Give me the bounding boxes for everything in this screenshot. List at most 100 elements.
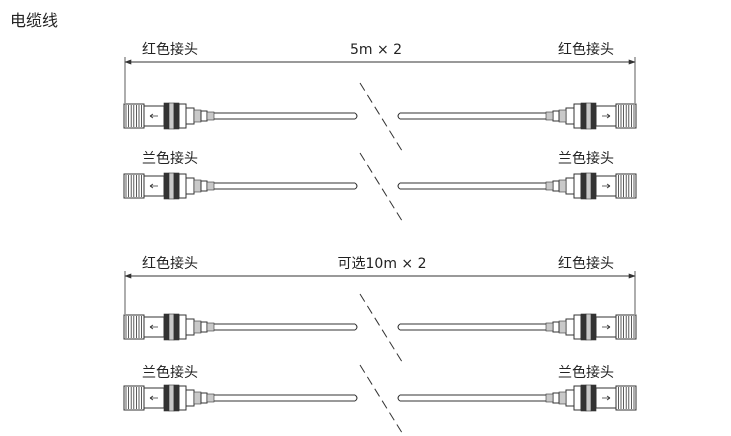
connector-collar bbox=[178, 385, 187, 411]
connector-collar bbox=[178, 103, 187, 129]
left-connector-label: 兰色接头 bbox=[142, 150, 198, 167]
cable-red bbox=[123, 82, 637, 155]
left-connector-label: 红色接头 bbox=[142, 41, 198, 58]
cable-group-10m: 红色接头 可选10m × 2 红色接头 兰色接头 兰色接头 bbox=[123, 255, 637, 436]
direction-arrow-icon bbox=[602, 183, 611, 189]
diagram-title: 电缆线 bbox=[10, 11, 58, 30]
strain-relief bbox=[565, 389, 575, 407]
strain-relief bbox=[545, 393, 554, 403]
connector-collar bbox=[573, 385, 582, 411]
left-connector-label: 红色接头 bbox=[142, 255, 198, 272]
length-dimension-label: 可选10m × 2 bbox=[338, 256, 427, 272]
left-connector bbox=[123, 102, 215, 130]
strain-relief bbox=[193, 391, 202, 405]
grip-band bbox=[173, 313, 180, 341]
strain-relief bbox=[200, 392, 208, 404]
strain-relief bbox=[552, 392, 560, 404]
right-connector-label: 红色接头 bbox=[558, 255, 614, 272]
grip-band bbox=[173, 172, 180, 200]
strain-relief bbox=[565, 107, 575, 125]
connector-collar bbox=[573, 103, 582, 129]
cable-wire-left bbox=[214, 112, 358, 120]
length-dimension-label: 5m × 2 bbox=[350, 42, 402, 58]
grip-band bbox=[590, 384, 597, 412]
direction-arrow-icon bbox=[149, 324, 158, 330]
cable-wire-right bbox=[397, 323, 546, 331]
strain-relief bbox=[185, 389, 195, 407]
strain-relief bbox=[552, 110, 560, 122]
grip-band bbox=[168, 172, 175, 200]
direction-arrow-icon bbox=[602, 395, 611, 401]
cable-blue bbox=[123, 364, 637, 436]
grip-band bbox=[590, 102, 597, 130]
strain-relief bbox=[193, 109, 202, 123]
left-connector bbox=[123, 172, 215, 200]
right-connector-label: 兰色接头 bbox=[558, 150, 614, 167]
grip-band bbox=[580, 384, 587, 412]
right-connector bbox=[545, 172, 637, 200]
strain-relief bbox=[545, 111, 554, 121]
cable-blue bbox=[123, 152, 637, 225]
strain-relief bbox=[206, 322, 215, 332]
grip-band bbox=[168, 313, 175, 341]
direction-arrow-icon bbox=[602, 324, 611, 330]
right-connector-label: 兰色接头 bbox=[558, 364, 614, 381]
cable-wire-left bbox=[214, 394, 358, 402]
strain-relief bbox=[552, 180, 560, 192]
cable-wire-right bbox=[397, 112, 546, 120]
grip-band bbox=[585, 102, 592, 130]
right-connector bbox=[545, 384, 637, 412]
strain-relief bbox=[558, 320, 567, 334]
grip-band bbox=[580, 313, 587, 341]
strain-relief bbox=[558, 179, 567, 193]
strain-relief bbox=[552, 321, 560, 333]
grip-band bbox=[585, 313, 592, 341]
grip-band bbox=[163, 102, 170, 130]
cable-wire-right bbox=[397, 394, 546, 402]
strain-relief bbox=[185, 318, 195, 336]
grip-band bbox=[173, 384, 180, 412]
strain-relief bbox=[206, 111, 215, 121]
left-connector bbox=[123, 313, 215, 341]
strain-relief bbox=[206, 181, 215, 191]
left-connector-label: 兰色接头 bbox=[142, 364, 198, 381]
grip-band bbox=[590, 313, 597, 341]
grip-band bbox=[580, 172, 587, 200]
cable-break-mark bbox=[359, 293, 405, 366]
strain-relief bbox=[185, 177, 195, 195]
cable-group-5m: 红色接头 5m × 2 红色接头 兰色接头 兰色接头 bbox=[123, 41, 637, 225]
grip-band bbox=[163, 384, 170, 412]
cable-red bbox=[123, 293, 637, 366]
grip-band bbox=[580, 102, 587, 130]
strain-relief bbox=[545, 181, 554, 191]
grip-band bbox=[585, 172, 592, 200]
grip-band bbox=[163, 313, 170, 341]
connector-collar bbox=[178, 173, 187, 199]
direction-arrow-icon bbox=[149, 395, 158, 401]
grip-band bbox=[163, 172, 170, 200]
strain-relief bbox=[558, 391, 567, 405]
right-connector-label: 红色接头 bbox=[558, 41, 614, 58]
cable-break-mark bbox=[359, 364, 405, 436]
connector-collar bbox=[178, 314, 187, 340]
direction-arrow-icon bbox=[149, 183, 158, 189]
strain-relief bbox=[545, 322, 554, 332]
grip-band bbox=[168, 384, 175, 412]
right-connector bbox=[545, 102, 637, 130]
strain-relief bbox=[185, 107, 195, 125]
connector-collar bbox=[573, 314, 582, 340]
right-connector bbox=[545, 313, 637, 341]
strain-relief bbox=[206, 393, 215, 403]
strain-relief bbox=[200, 180, 208, 192]
cable-wire-left bbox=[214, 323, 358, 331]
grip-band bbox=[585, 384, 592, 412]
strain-relief bbox=[193, 320, 202, 334]
strain-relief bbox=[565, 318, 575, 336]
direction-arrow-icon bbox=[602, 113, 611, 119]
left-connector bbox=[123, 384, 215, 412]
grip-band bbox=[173, 102, 180, 130]
grip-band bbox=[168, 102, 175, 130]
strain-relief bbox=[200, 321, 208, 333]
strain-relief bbox=[565, 177, 575, 195]
